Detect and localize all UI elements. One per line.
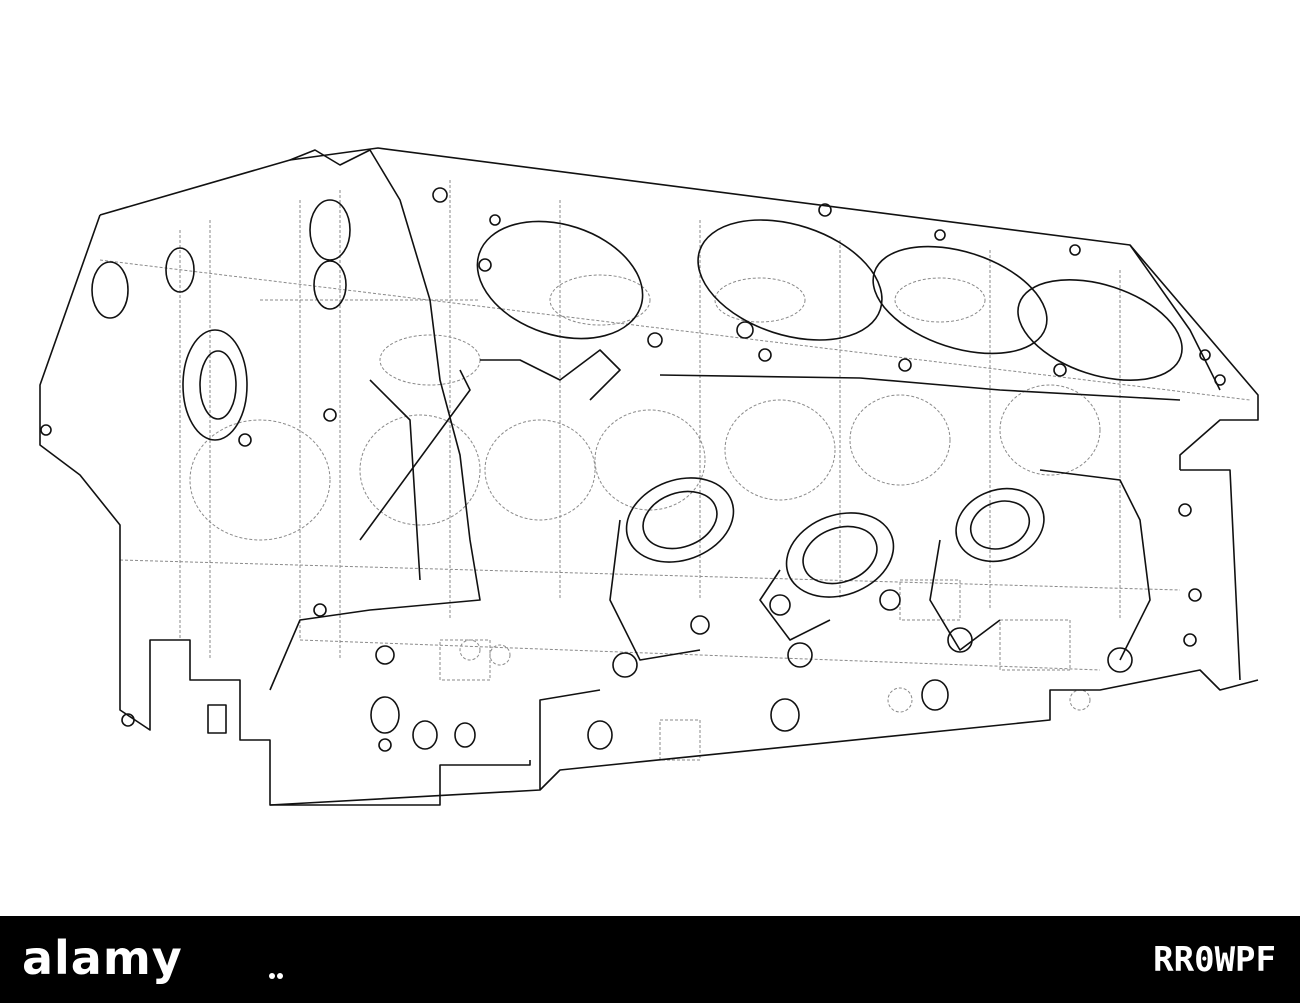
footer-bar: alamy RR0WPF [0,916,1300,1003]
engine-block-wireframe [39,147,1259,806]
engine-block-svg [39,147,1259,806]
logo: alamy [22,931,183,985]
hidden-lines [99,180,1251,761]
logo-dots-icon [269,973,283,979]
block-outlines [39,147,1259,806]
image-id: RR0WPF [1153,940,1276,980]
